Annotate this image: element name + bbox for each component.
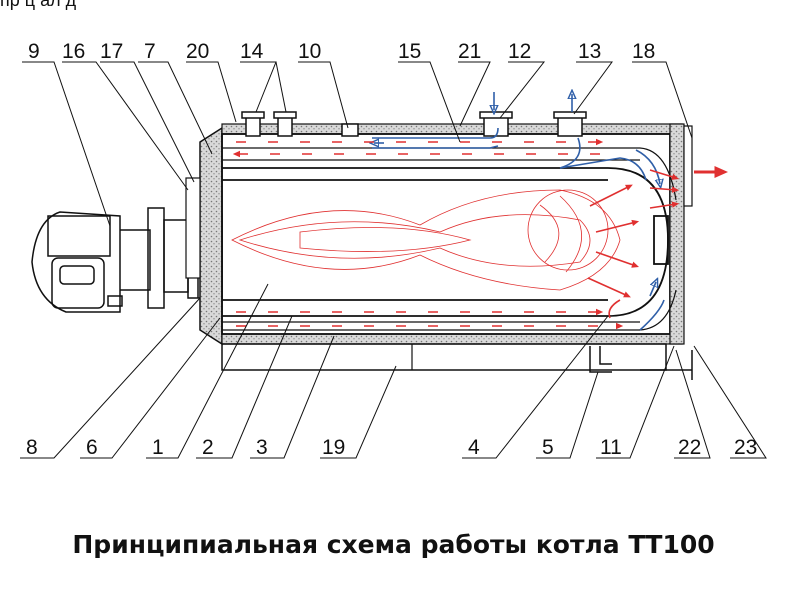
callouts-top: 9 16 17 7 20 14 10 15 21 12 13 18: [28, 40, 655, 63]
furnace: [222, 167, 669, 317]
front-door-frame: [185, 177, 201, 279]
rear-insulation: [669, 123, 685, 345]
callout-label: 16: [62, 40, 85, 63]
callout-label: 10: [298, 40, 321, 63]
callout-label: 6: [86, 436, 98, 459]
diagram-caption: Принципиальная схема работы котла ТТ100: [72, 530, 715, 559]
water-flow: [372, 92, 665, 331]
base-frame: [221, 343, 667, 371]
callout-label: 22: [678, 436, 701, 459]
drain-pipe: [589, 346, 693, 380]
callout-label: 11: [600, 436, 622, 459]
callout-label: 8: [26, 436, 38, 459]
callout-label: 17: [100, 40, 123, 63]
nozzles: [241, 111, 587, 137]
callout-label: 13: [578, 40, 601, 63]
callout-label: 20: [186, 40, 209, 63]
front-insulation: [199, 126, 223, 346]
callout-label: 3: [256, 436, 268, 459]
callout-label: 19: [322, 436, 345, 459]
callout-label: 1: [152, 436, 164, 459]
callout-label: 7: [144, 40, 156, 63]
callout-label: 14: [240, 40, 264, 63]
callout-label: 12: [508, 40, 531, 63]
bottom-insulation: [221, 333, 683, 345]
callout-label: 4: [468, 436, 480, 459]
callouts-bottom: 8 6 1 2 3 19 4 5 11 22 23: [26, 436, 757, 459]
flue-gas-flow: [232, 138, 728, 330]
callout-label: 21: [458, 40, 481, 63]
callout-label: 5: [542, 436, 554, 459]
callout-label: 18: [632, 40, 655, 63]
callout-label: 23: [734, 436, 757, 459]
callout-label: 2: [202, 436, 214, 459]
callout-label: 15: [398, 40, 421, 63]
flame: [231, 189, 621, 291]
callout-label: 9: [28, 40, 40, 63]
flue-outlet: [683, 125, 693, 207]
leader-lines: [20, 61, 767, 459]
clipped-heading: пр ц ал д: [0, 0, 77, 10]
